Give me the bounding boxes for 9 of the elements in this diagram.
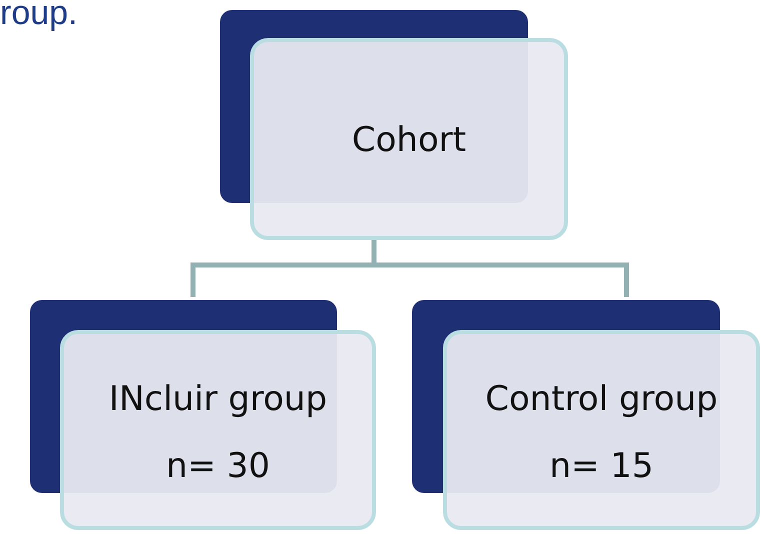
group-name: Control group: [485, 379, 718, 419]
group-box: [60, 330, 376, 530]
heading-fragment: roup.: [0, 0, 78, 33]
group-name: INcluir group: [108, 379, 328, 419]
group-box: [443, 330, 760, 530]
sample-size: n= 30: [166, 446, 270, 486]
group-box: [250, 38, 568, 240]
group-name: Cohort: [352, 120, 466, 160]
sample-size: n= 15: [549, 446, 654, 486]
